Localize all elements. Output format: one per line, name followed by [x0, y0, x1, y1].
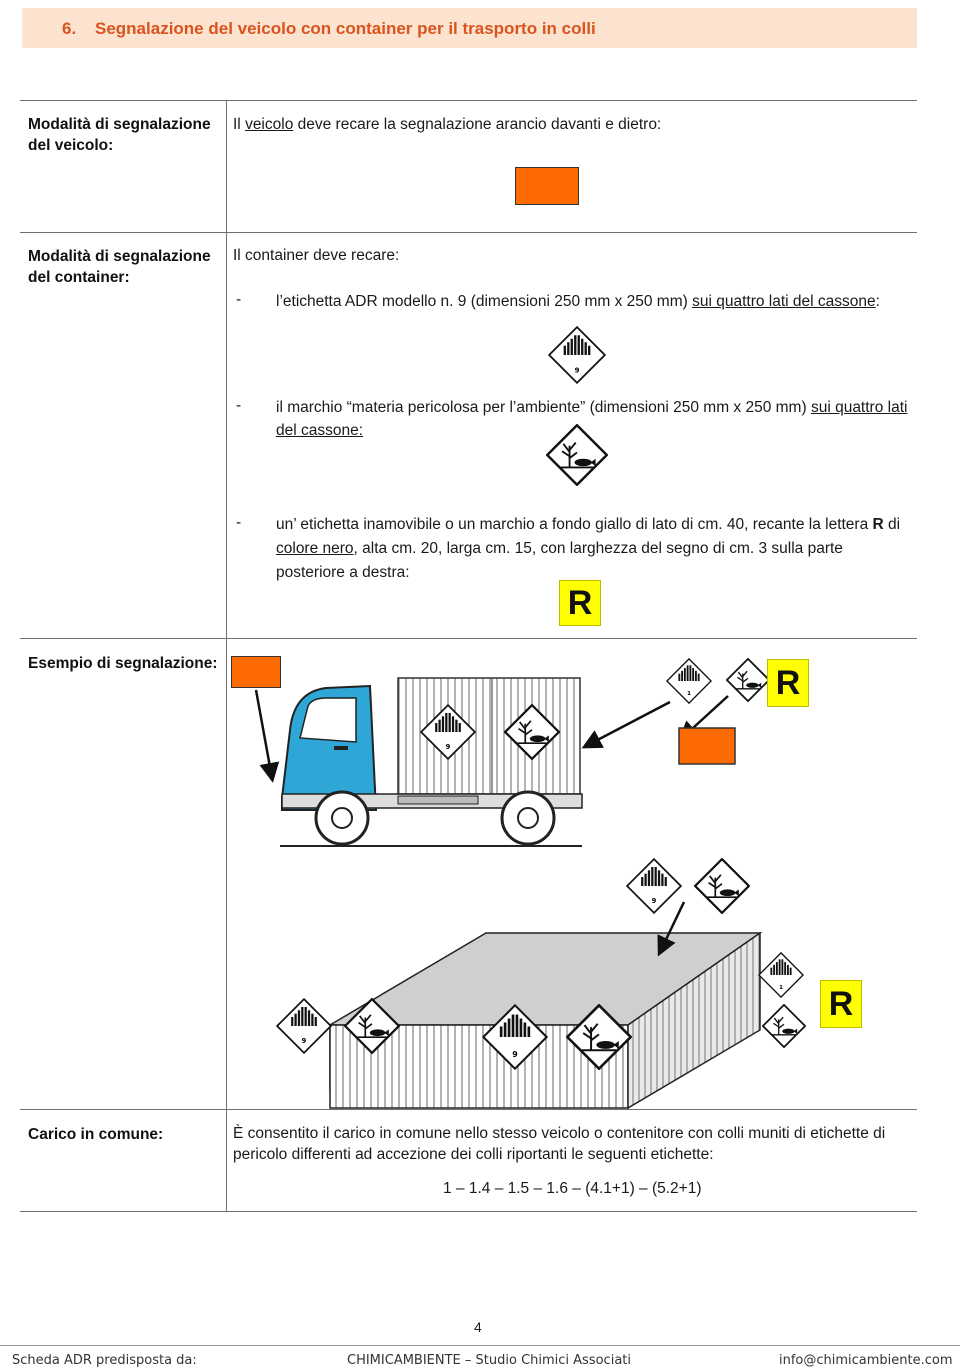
arrow-icon — [254, 689, 280, 783]
vehicle-label: Modalità di segnalazione del veicolo: — [28, 116, 211, 154]
orange-plate — [515, 167, 579, 205]
container-item-2-cont: del cassone: — [276, 422, 364, 439]
common-load-line2: pericolo differenti ad accezione dei col… — [233, 1146, 714, 1163]
table-bottom-border — [20, 1211, 917, 1212]
example-illustration — [254, 658, 806, 1110]
list-bullet: - — [236, 397, 242, 414]
container-label: Modalità di segnalazione del container: — [28, 248, 211, 286]
footer-center: CHIMICAMBIENTE – Studio Chimici Associat… — [347, 1353, 631, 1368]
container-item-3-line1: un’ etichetta inamovibile o un marchio a… — [276, 516, 901, 533]
container-item-1: l’etichetta ADR modello n. 9 (dimensioni… — [276, 293, 880, 310]
adr-class9-label-icon — [626, 858, 682, 914]
adr-class9-label-icon — [276, 998, 332, 1054]
vehicle-text: Il veicolo deve recare la segnalazione a… — [233, 116, 662, 133]
environment-hazard-mark-icon — [726, 658, 770, 702]
common-load-label: Carico in comune: — [28, 1126, 164, 1143]
row-divider — [20, 232, 917, 233]
list-bullet: - — [236, 291, 242, 308]
truck-illustration — [280, 677, 583, 847]
adr-class9-label-icon — [548, 326, 606, 384]
arrow-icon — [581, 700, 671, 749]
common-load-line1: È consentito il carico in comune nello s… — [233, 1125, 886, 1142]
footer-left: Scheda ADR predisposta da: — [12, 1353, 197, 1368]
container-item-2: il marchio “materia pericolosa per l’amb… — [276, 399, 908, 416]
container-intro: Il container deve recare: — [233, 247, 400, 264]
orange-plate-rear — [678, 727, 736, 765]
footer-divider — [0, 1345, 960, 1346]
section-header: 6. Segnalazione del veicolo con containe… — [22, 8, 917, 48]
common-load-codes: 1 – 1.4 – 1.5 – 1.6 – (4.1+1) – (5.2+1) — [443, 1180, 702, 1197]
page-number: 4 — [474, 1319, 482, 1335]
column-divider — [226, 100, 227, 1211]
environment-hazard-mark-icon — [762, 1004, 806, 1048]
orange-plate-front — [231, 656, 281, 688]
row-divider — [20, 638, 917, 639]
container-box-illustration — [327, 931, 763, 1110]
adr-class1-label-icon — [666, 658, 712, 704]
r-sign: R — [767, 659, 809, 707]
footer-email-link[interactable]: info@chimicambiente.com — [779, 1353, 953, 1368]
table-top-border — [20, 100, 917, 101]
container-item-3-line3: posteriore a destra: — [276, 564, 410, 581]
section-title: Segnalazione del veicolo con container p… — [95, 19, 596, 38]
r-sign: R — [559, 580, 601, 626]
r-sign: R — [820, 980, 862, 1028]
vehicle-link[interactable]: veicolo — [245, 116, 294, 133]
environment-hazard-mark-icon — [546, 424, 608, 486]
section-number: 6. — [62, 19, 77, 38]
environment-hazard-mark-icon — [694, 858, 750, 914]
adr-class1-label-icon — [758, 952, 804, 998]
arrow-icon — [657, 901, 686, 957]
list-bullet: - — [236, 514, 242, 531]
container-item-3-line2: colore nero, alta cm. 20, larga cm. 15, … — [276, 540, 843, 557]
row-divider — [20, 1109, 917, 1110]
example-label: Esempio di segnalazione: — [28, 655, 218, 672]
